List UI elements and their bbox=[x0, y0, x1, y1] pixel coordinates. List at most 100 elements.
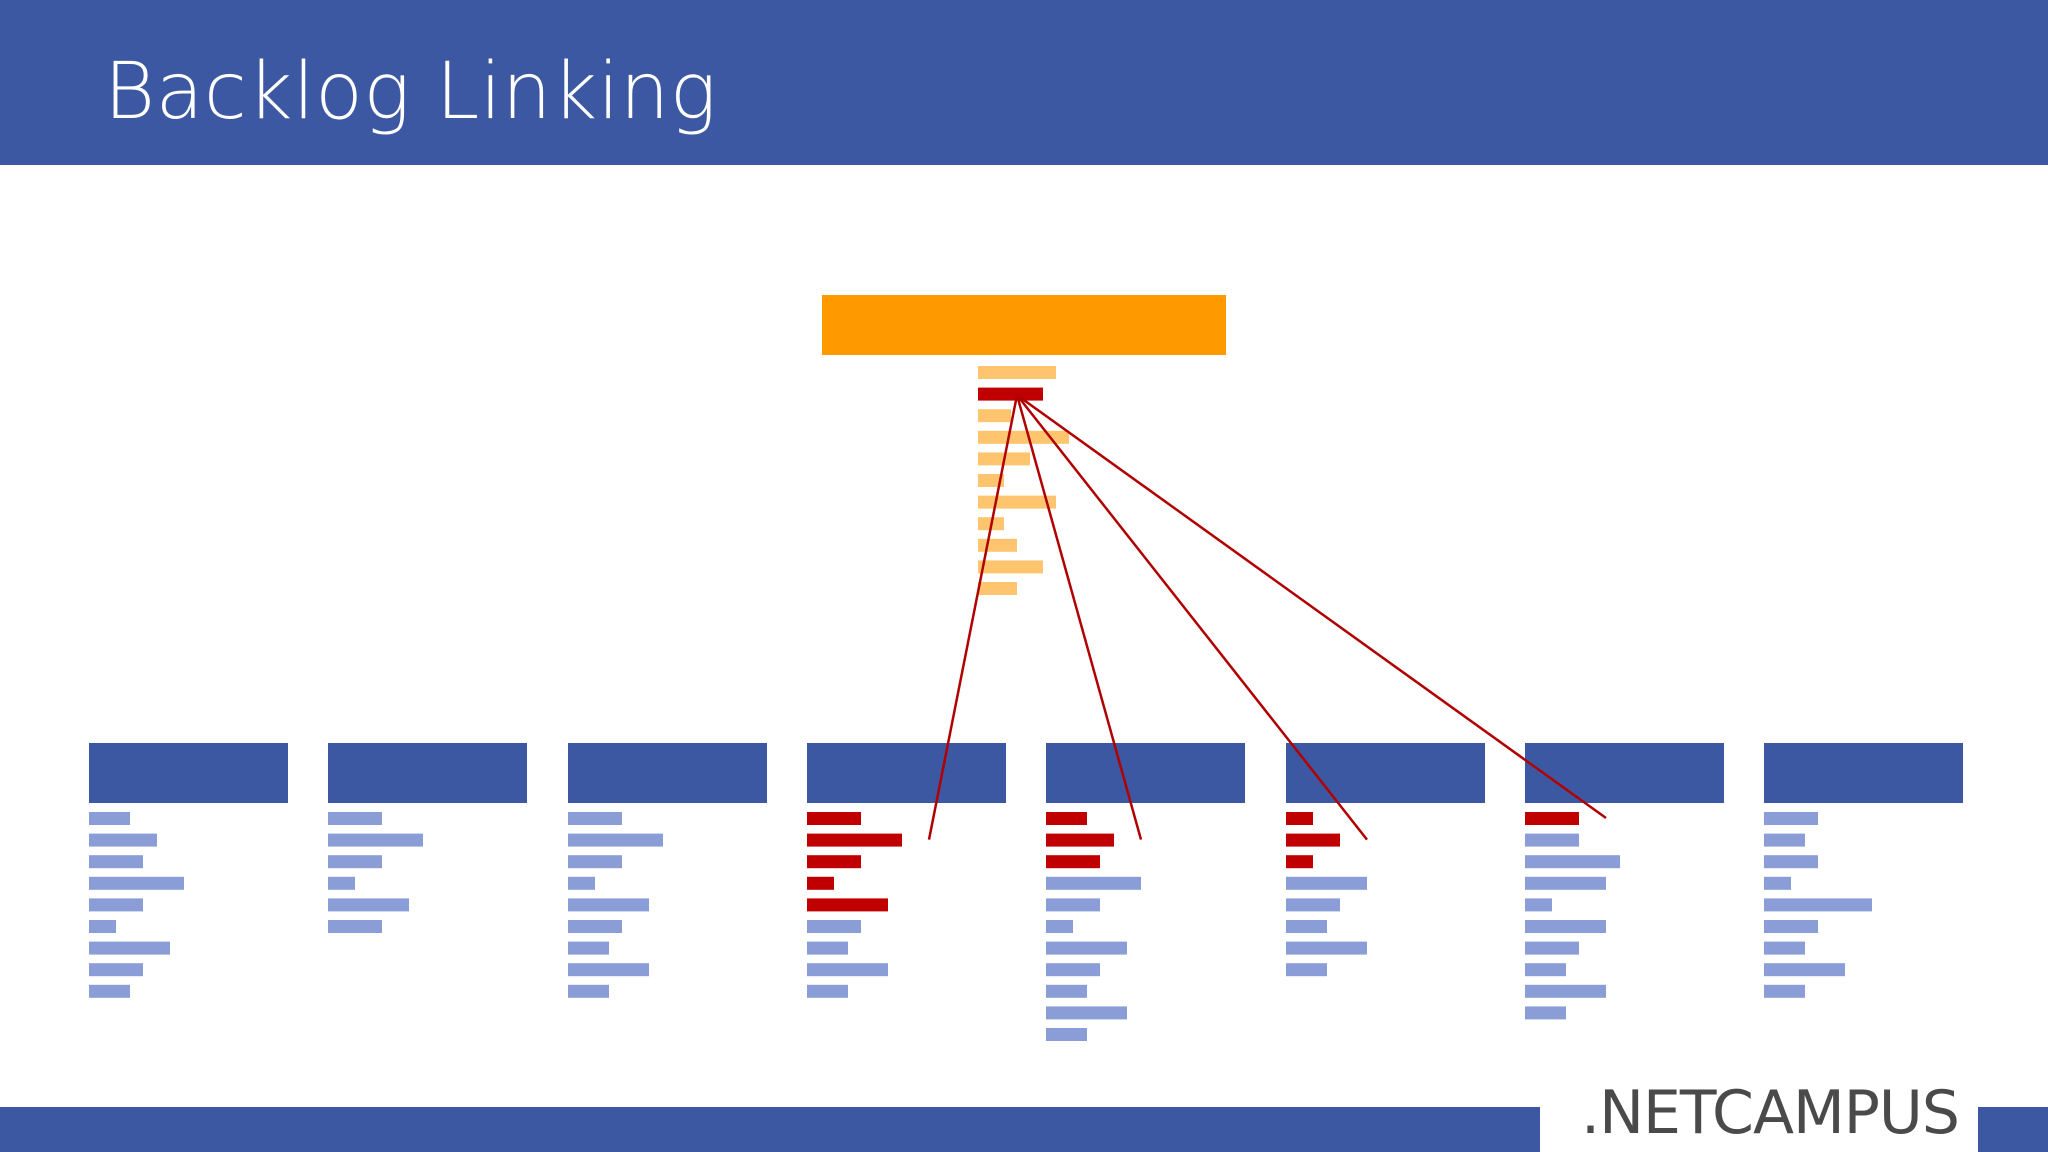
child-item bbox=[328, 920, 382, 933]
child-card-header bbox=[1525, 743, 1724, 803]
child-card-header bbox=[328, 743, 527, 803]
child-item bbox=[568, 855, 622, 869]
footer-bar-right bbox=[1978, 1107, 2048, 1152]
parent-item bbox=[978, 538, 1017, 552]
child-item bbox=[1764, 855, 1818, 869]
child-card-header bbox=[1046, 743, 1245, 803]
child-item-linked bbox=[1046, 855, 1100, 869]
link-line bbox=[927, 394, 1019, 840]
child-item bbox=[89, 833, 157, 847]
child-item bbox=[1046, 1006, 1127, 1020]
child-item bbox=[89, 855, 143, 869]
child-item bbox=[807, 963, 888, 977]
parent-item bbox=[978, 560, 1043, 574]
child-item bbox=[89, 898, 143, 912]
child-item bbox=[328, 898, 409, 912]
child-item bbox=[807, 920, 861, 933]
child-item bbox=[1525, 876, 1606, 890]
link-line bbox=[1016, 394, 1607, 820]
child-backlog bbox=[568, 743, 767, 998]
child-item bbox=[1525, 984, 1606, 998]
child-item-linked bbox=[807, 812, 861, 825]
child-item bbox=[568, 898, 649, 912]
child-item bbox=[1286, 876, 1367, 890]
child-backlog bbox=[328, 743, 527, 933]
child-item bbox=[89, 963, 143, 977]
child-item-linked bbox=[1286, 855, 1313, 869]
slide-title: Backlog Linking bbox=[104, 47, 718, 137]
child-backlog bbox=[89, 743, 288, 998]
child-item bbox=[1046, 984, 1087, 998]
child-item bbox=[1046, 941, 1127, 955]
child-item bbox=[568, 941, 609, 955]
child-card-header bbox=[1286, 743, 1485, 803]
child-item bbox=[1286, 963, 1327, 977]
child-item bbox=[1764, 812, 1818, 825]
child-item bbox=[568, 984, 609, 998]
child-item bbox=[807, 984, 848, 998]
child-item bbox=[1764, 984, 1805, 998]
footer-bar-left bbox=[0, 1107, 1540, 1152]
child-item bbox=[1525, 855, 1620, 869]
child-item bbox=[568, 833, 663, 847]
child-item bbox=[89, 876, 184, 890]
child-item bbox=[1525, 898, 1552, 912]
child-item bbox=[328, 812, 382, 825]
child-item bbox=[1046, 1028, 1087, 1041]
child-item bbox=[1764, 876, 1791, 890]
child-card-header bbox=[568, 743, 767, 803]
child-item bbox=[1286, 941, 1367, 955]
parent-item bbox=[978, 409, 1011, 423]
child-item bbox=[328, 876, 355, 890]
child-item bbox=[1525, 963, 1566, 977]
child-item bbox=[1764, 898, 1872, 912]
child-item bbox=[1764, 963, 1845, 977]
child-item bbox=[1764, 920, 1818, 933]
child-item bbox=[1525, 1006, 1566, 1020]
child-item-linked bbox=[1525, 812, 1579, 825]
child-item-linked bbox=[1286, 833, 1340, 847]
link-line bbox=[1015, 394, 1143, 840]
netcampus-logo: .NETCAMPUS bbox=[1581, 1078, 1960, 1148]
child-item bbox=[807, 941, 848, 955]
parent-item bbox=[978, 474, 1004, 487]
child-backlog bbox=[1764, 743, 1963, 998]
child-item-linked bbox=[807, 855, 861, 869]
child-item bbox=[1525, 941, 1579, 955]
child-item bbox=[1046, 920, 1073, 933]
child-item bbox=[1286, 920, 1327, 933]
child-item bbox=[89, 984, 130, 998]
child-backlog bbox=[1286, 743, 1485, 977]
child-card-header bbox=[89, 743, 288, 803]
child-item bbox=[89, 920, 116, 933]
child-item bbox=[1525, 833, 1579, 847]
parent-item-linked bbox=[978, 387, 1043, 401]
child-item bbox=[568, 876, 595, 890]
child-item-linked bbox=[1286, 812, 1313, 825]
parent-card-header bbox=[822, 295, 1226, 355]
child-card-header bbox=[807, 743, 1006, 803]
child-item bbox=[1525, 920, 1606, 933]
child-item bbox=[328, 855, 382, 869]
child-item bbox=[568, 963, 649, 977]
child-backlog bbox=[1525, 743, 1724, 1020]
child-backlog bbox=[1046, 743, 1245, 1041]
child-item bbox=[89, 812, 130, 825]
parent-item bbox=[978, 582, 1017, 595]
child-item-linked bbox=[807, 876, 834, 890]
child-item-linked bbox=[1046, 833, 1114, 847]
child-item-linked bbox=[807, 898, 888, 912]
child-item bbox=[1046, 963, 1100, 977]
child-item bbox=[568, 812, 622, 825]
link-line bbox=[1016, 394, 1368, 841]
child-item bbox=[1764, 941, 1805, 955]
parent-backlog bbox=[822, 295, 1226, 595]
child-card-header bbox=[1764, 743, 1963, 803]
child-item bbox=[1286, 898, 1340, 912]
child-item bbox=[568, 920, 622, 933]
child-item bbox=[328, 833, 423, 847]
child-backlog bbox=[807, 743, 1006, 998]
child-item bbox=[1046, 876, 1141, 890]
child-item-linked bbox=[807, 833, 902, 847]
